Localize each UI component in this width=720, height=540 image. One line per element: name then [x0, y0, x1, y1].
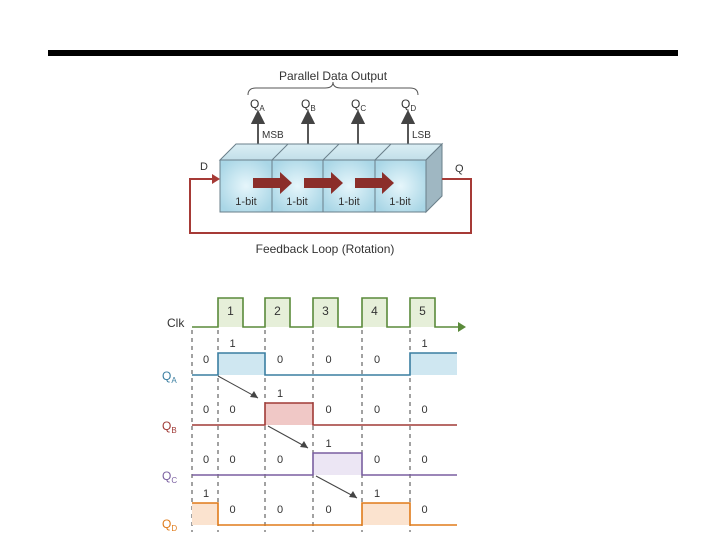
cell-label-3: 1-bit [338, 196, 359, 208]
row-value: 0 [277, 354, 283, 366]
clk-pulse-fill [410, 298, 435, 327]
register-title: Parallel Data Output [279, 69, 388, 83]
cell-label-2: 1-bit [286, 196, 307, 208]
output-label-qb: QB [301, 97, 316, 113]
row-waveform [192, 352, 457, 376]
clk-waveform [192, 297, 458, 328]
row-label: QD [162, 517, 177, 533]
row-value: 1 [326, 438, 332, 450]
shift-diagonal-arrow [217, 375, 259, 399]
row-value: 0 [230, 504, 236, 516]
clk-pulse-fill [265, 298, 290, 327]
feedback-arrowhead [212, 174, 220, 184]
output-label-q: Q [455, 163, 464, 175]
row-waveform [192, 502, 457, 526]
clk-pulse-fill [362, 298, 387, 327]
row-value: 1 [374, 488, 380, 500]
clk-pulse-fill [218, 298, 243, 327]
row-value: 0 [422, 404, 428, 416]
row-value: 0 [230, 454, 236, 466]
row-label: QB [162, 419, 177, 435]
row-high-fill [218, 353, 265, 375]
feedback-loop [189, 178, 472, 234]
lsb-label: LSB [412, 130, 431, 141]
row-value: 0 [374, 354, 380, 366]
row-label: QC [162, 469, 177, 485]
row-value: 0 [230, 404, 236, 416]
shift-arrow-2 [304, 172, 343, 194]
shift-diagonal-arrow [315, 475, 358, 499]
row-value: 1 [203, 488, 209, 500]
output-brace [247, 81, 419, 96]
row-waveform [192, 452, 457, 476]
shift-diagonal-arrowhead [300, 441, 308, 448]
row-value: 0 [326, 404, 332, 416]
row-value: 0 [326, 354, 332, 366]
row-high-fill [362, 503, 410, 525]
row-value: 1 [230, 338, 236, 350]
clk-pulse-number: 3 [322, 304, 329, 318]
clk-pulse-number: 1 [227, 304, 234, 318]
row-high-fill [192, 503, 218, 525]
shift-arrow-3 [355, 172, 394, 194]
shift-arrow-1 [253, 172, 292, 194]
clk-pulse-number: 2 [274, 304, 281, 318]
row-value: 0 [203, 404, 209, 416]
cell-label-1: 1-bit [235, 196, 256, 208]
row-value: 0 [277, 504, 283, 516]
row-value: 0 [203, 454, 209, 466]
row-value: 0 [277, 454, 283, 466]
svg-text:QD: QD [401, 97, 416, 113]
output-label-qd: QD [401, 97, 416, 113]
row-high-fill [313, 453, 362, 475]
shift-diagonal-arrowhead [349, 491, 357, 498]
cell-label-4: 1-bit [389, 196, 410, 208]
clk-arrowhead [458, 322, 466, 332]
row-value: 0 [422, 504, 428, 516]
input-label-d: D [200, 161, 208, 173]
row-value: 0 [203, 354, 209, 366]
svg-text:QB: QB [301, 97, 316, 113]
clk-label: Clk [167, 316, 185, 330]
svg-text:QC: QC [351, 97, 366, 113]
title-rule [48, 50, 678, 56]
row-value: 1 [277, 388, 283, 400]
feedback-label: Feedback Loop (Rotation) [256, 242, 395, 256]
row-value: 0 [326, 504, 332, 516]
row-value: 1 [422, 338, 428, 350]
row-label: QA [162, 369, 177, 385]
row-high-fill [410, 353, 457, 375]
shift-diagonal-arrowhead [250, 391, 258, 398]
clk-pulse-number: 5 [419, 304, 426, 318]
row-waveform [192, 402, 457, 426]
clk-pulse-fill [313, 298, 338, 327]
output-label-qc: QC [351, 97, 366, 113]
shift-diagonal-arrow [267, 425, 309, 449]
row-high-fill [265, 403, 313, 425]
row-value: 0 [422, 454, 428, 466]
clk-pulse-number: 4 [371, 304, 378, 318]
output-label-qa: QA [250, 97, 265, 113]
row-value: 0 [374, 454, 380, 466]
row-value: 0 [374, 404, 380, 416]
msb-label: MSB [262, 130, 284, 141]
svg-text:QA: QA [250, 97, 265, 113]
